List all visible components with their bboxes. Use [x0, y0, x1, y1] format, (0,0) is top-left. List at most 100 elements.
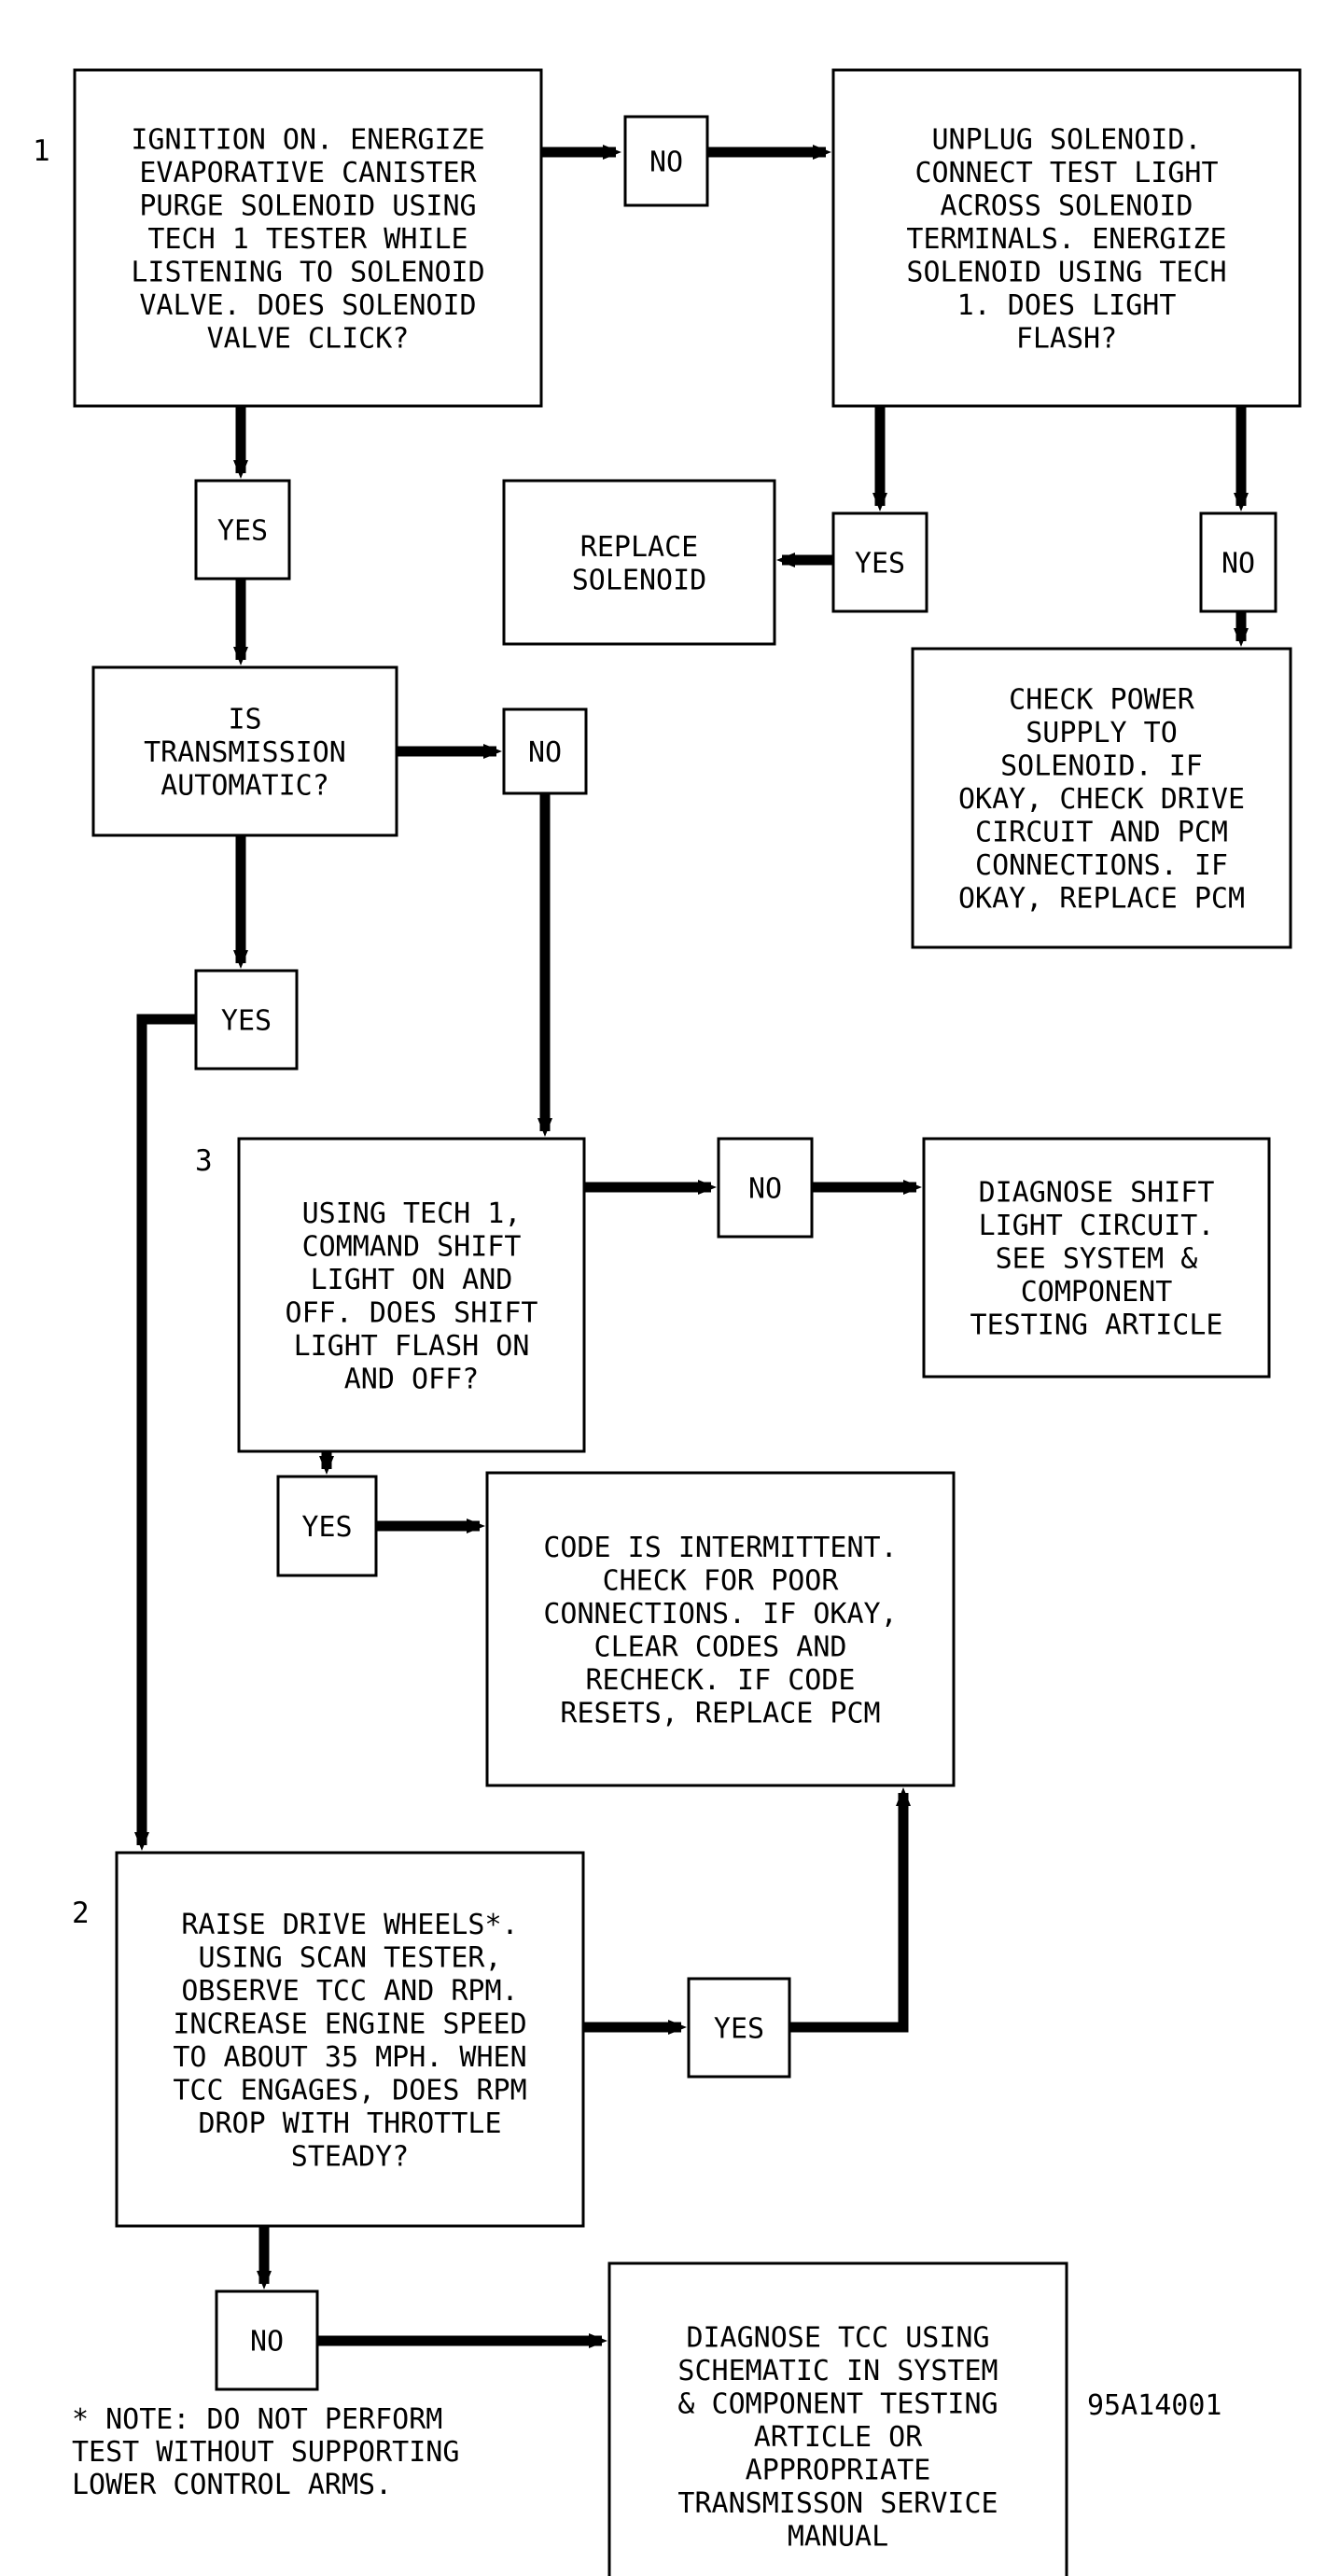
replace-solenoid-line-2: SOLENOID: [572, 564, 707, 596]
check-power-line-5: CIRCUIT AND PCM: [975, 817, 1228, 849]
step3-line-1: USING TECH 1,: [302, 1197, 522, 1230]
step3-line-3: LIGHT ON AND: [311, 1264, 513, 1296]
yes-d-box: YES: [276, 1475, 378, 1577]
step1-to-no-a-arrowhead: [603, 145, 621, 160]
diagnose-tcc-line-1: DIAGNOSE TCC USING: [686, 2322, 989, 2355]
yes-e-box: YES: [687, 1977, 791, 2079]
step1-to-yes-b-arrowhead: [233, 460, 248, 479]
step3-to-no-d-arrowhead: [698, 1180, 717, 1195]
intermittent-line-5: RECHECK. IF CODE: [586, 1664, 856, 1697]
yes-e-to-intermittent-arrowhead: [896, 1787, 911, 1806]
no-b-to-check-power-arrowhead: [1234, 628, 1249, 647]
yes-c-box: YES: [194, 969, 299, 1071]
unplug-to-yes-a-arrowhead: [872, 493, 887, 511]
replace-solenoid-frame: [502, 479, 776, 646]
step2-line-5: TO ABOUT 35 MPH. WHEN: [173, 2041, 526, 2074]
yes-c-line-1: YES: [221, 1005, 272, 1038]
intermittent-line-2: CHECK FOR POOR: [603, 1564, 840, 1597]
step2-line-8: STEADY?: [291, 2140, 409, 2173]
no-d-line-1: NO: [748, 1173, 782, 1206]
yes-e-to-intermittent-line: [789, 1793, 909, 2033]
yes-c-frame: [194, 969, 299, 1071]
check-power-line-6: CONNECTIONS. IF: [975, 849, 1228, 882]
footnote-line-2: TEST WITHOUT SUPPORTING: [72, 2436, 459, 2469]
step3-line-6: AND OFF?: [344, 1363, 480, 1395]
unplug-box: UNPLUG SOLENOID.CONNECT TEST LIGHTACROSS…: [831, 68, 1302, 408]
connectors: [134, 145, 1249, 2348]
yes-b-box: YES: [194, 479, 291, 581]
no-d-to-diagnose-shift-arrowhead: [903, 1180, 922, 1195]
is-automatic-line-1: IS: [228, 704, 261, 736]
diagnose-tcc-line-4: ARTICLE OR: [754, 2421, 924, 2454]
step2-to-no-e-arrowhead: [257, 2271, 272, 2289]
step3-to-yes-d-arrowhead: [319, 1456, 334, 1475]
no-d-box: NO: [717, 1137, 814, 1239]
step2-line-7: DROP WITH THROTTLE: [198, 2107, 501, 2140]
step1-line-4: TECH 1 TESTER WHILE: [147, 223, 468, 256]
diagnose-tcc-frame: [607, 2261, 1068, 2576]
yes-d-line-1: YES: [301, 1511, 352, 1544]
unplug-line-3: ACROSS SOLENOID: [941, 190, 1193, 223]
check-power-line-4: OKAY, CHECK DRIVE: [958, 783, 1245, 816]
step2-frame: [115, 1851, 585, 2228]
intermittent-frame: [485, 1471, 956, 1787]
automatic-to-no-c-arrowhead: [483, 744, 502, 759]
no-b-line-1: NO: [1221, 548, 1255, 581]
step-number-1: 1: [33, 134, 50, 168]
step2-line-3: OBSERVE TCC AND RPM.: [181, 1975, 518, 2008]
check-power-line-2: SUPPLY TO: [1026, 717, 1178, 749]
replace-solenoid-line-1: REPLACE: [580, 531, 698, 564]
step1-frame: [73, 68, 543, 408]
is-automatic-line-3: AUTOMATIC?: [161, 770, 329, 803]
step3-line-5: LIGHT FLASH ON: [294, 1330, 530, 1363]
footnote-line-1: * NOTE: DO NOT PERFORM: [72, 2403, 442, 2436]
step3-line-2: COMMAND SHIFT: [302, 1230, 522, 1263]
diagnose-tcc-line-5: APPROPRIATE: [746, 2455, 931, 2487]
step1-line-5: LISTENING TO SOLENOID: [131, 257, 484, 289]
step2-line-1: RAISE DRIVE WHEELS*.: [181, 1909, 518, 1941]
is-automatic-line-2: TRANSMISSION: [144, 736, 346, 769]
diagnose-tcc-line-7: MANUAL: [788, 2521, 888, 2554]
step-number-2: 2: [72, 1897, 90, 1930]
no-a-to-unplug-arrowhead: [813, 145, 831, 160]
step3-line-4: OFF. DOES SHIFT: [286, 1296, 538, 1329]
yes-b-frame: [194, 479, 291, 581]
no-c-to-step3-arrowhead: [537, 1118, 552, 1137]
intermittent-line-4: CLEAR CODES AND: [594, 1631, 847, 1663]
unplug-line-4: TERMINALS. ENERGIZE: [906, 223, 1226, 256]
no-a-line-1: NO: [649, 147, 683, 179]
intermittent-box: CODE IS INTERMITTENT.CHECK FOR POORCONNE…: [485, 1471, 956, 1787]
no-b-frame: [1199, 511, 1277, 613]
is-automatic-frame: [91, 665, 398, 837]
check-power-line-1: CHECK POWER: [1009, 684, 1195, 717]
step2-to-yes-e-arrowhead: [668, 2020, 687, 2035]
no-b-box: NO: [1199, 511, 1277, 613]
step-number-3: 3: [195, 1144, 213, 1178]
step1-line-7: VALVE CLICK?: [207, 323, 410, 356]
diagnose-tcc-line-3: & COMPONENT TESTING: [677, 2388, 998, 2421]
unplug-line-7: FLASH?: [1016, 323, 1117, 356]
diagnose-shift-line-1: DIAGNOSE SHIFT: [979, 1177, 1215, 1210]
unplug-line-5: SOLENOID USING TECH: [906, 257, 1226, 289]
yes-d-to-intermittent-arrowhead: [467, 1519, 485, 1533]
yes-a-to-replace-arrowhead: [776, 553, 795, 567]
step1-line-2: EVAPORATIVE CANISTER: [139, 157, 477, 189]
step3-frame: [237, 1137, 586, 1453]
no-e-box: NO: [215, 2289, 319, 2391]
no-e-frame: [215, 2289, 319, 2391]
unplug-to-no-b-arrowhead: [1234, 493, 1249, 511]
no-a-frame: [623, 115, 709, 207]
diagnose-shift-line-3: SEE SYSTEM &: [996, 1243, 1198, 1276]
yes-a-line-1: YES: [855, 548, 905, 581]
automatic-to-yes-c-arrowhead: [233, 950, 248, 969]
check-power-line-7: OKAY, REPLACE PCM: [958, 883, 1245, 916]
intermittent-line-3: CONNECTIONS. IF OKAY,: [543, 1598, 897, 1631]
